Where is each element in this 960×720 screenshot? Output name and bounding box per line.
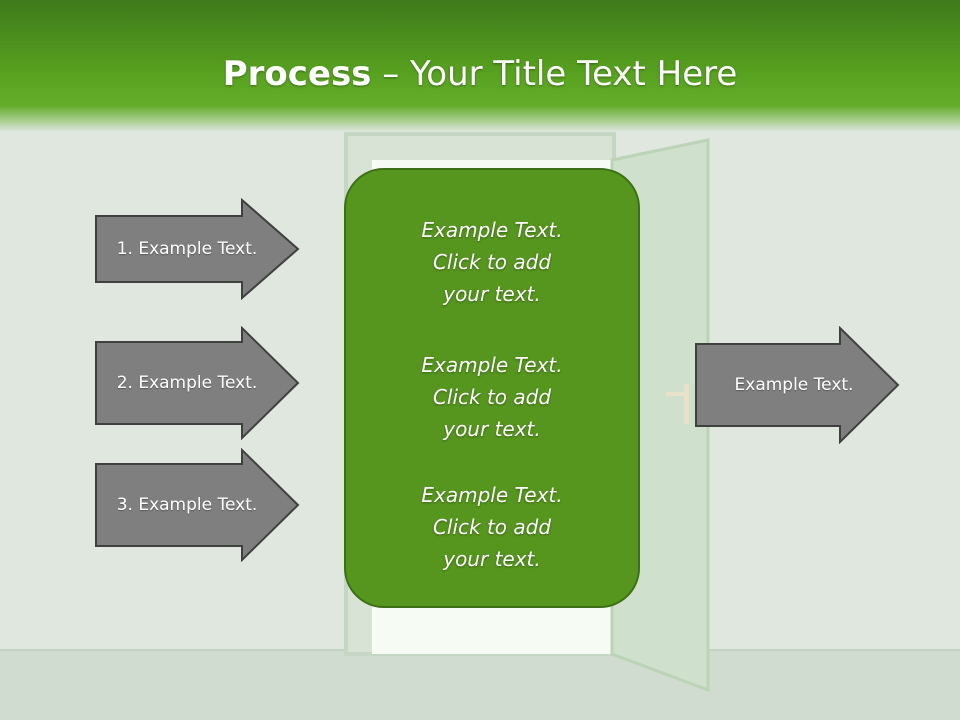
title-bold: Process [222,54,372,94]
center-paragraph-3-line-1: Example Text. [421,483,563,507]
process-arrow-3: 3. Example Text. [94,448,300,562]
center-paragraph-1: Example Text. Click to add your text. [346,214,638,310]
process-arrow-2-label: 2. Example Text. [116,373,258,393]
center-paragraph-2-line-1: Example Text. [421,353,563,377]
center-paragraph-1-line-3: your text. [443,282,541,306]
center-text-box: Example Text. Click to add your text. Ex… [344,168,640,608]
process-arrow-1-label: 1. Example Text. [116,239,258,259]
process-arrow-1: 1. Example Text. [94,198,300,300]
process-arrow-3-label: 3. Example Text. [116,495,258,515]
result-arrow-label: Example Text. [734,375,854,395]
process-arrow-2: 2. Example Text. [94,326,300,440]
center-paragraph-3: Example Text. Click to add your text. [346,479,638,575]
center-paragraph-3-line-2: Click to add [432,515,552,539]
header-band [0,0,960,132]
slide-title: Process – Your Title Text Here [0,52,960,96]
center-paragraph-1-line-2: Click to add [432,250,552,274]
result-arrow: Example Text. [694,326,900,444]
center-paragraph-2: Example Text. Click to add your text. [346,349,638,445]
center-paragraph-2-line-3: your text. [443,417,541,441]
center-paragraph-2-line-2: Click to add [432,385,552,409]
center-paragraph-1-line-1: Example Text. [421,218,563,242]
title-rest: – Your Title Text Here [371,54,738,94]
center-paragraph-3-line-3: your text. [443,547,541,571]
